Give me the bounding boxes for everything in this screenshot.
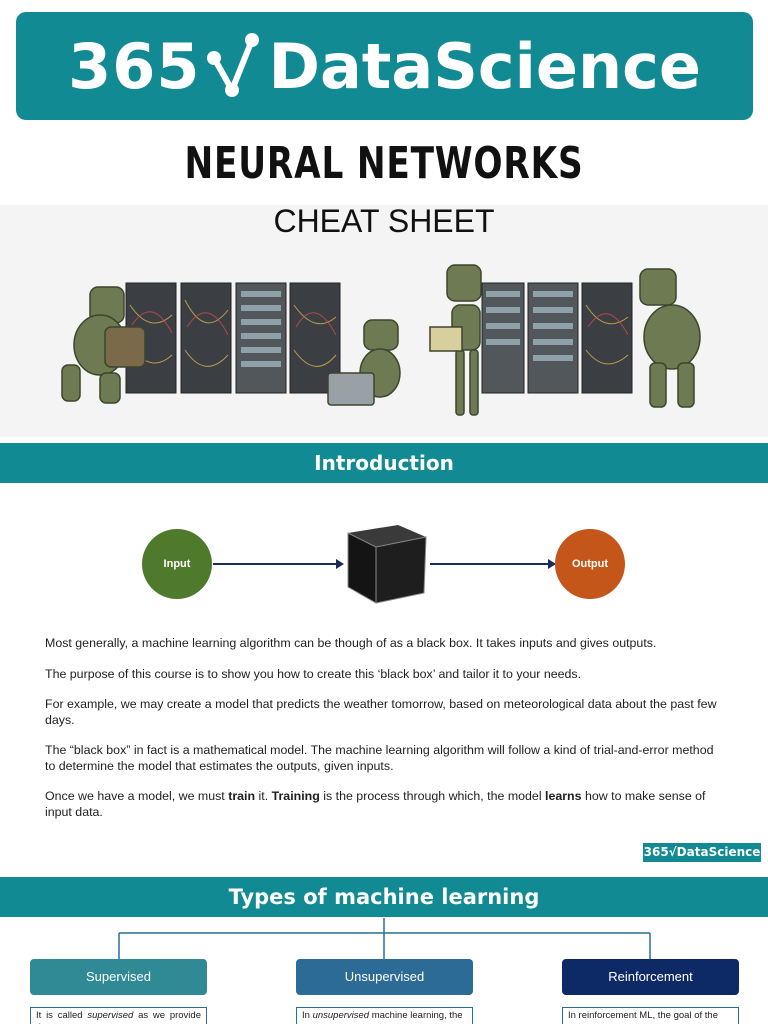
page-title: NEURAL NETWORKS xyxy=(184,138,584,189)
paragraph: For example, we may create a model that … xyxy=(45,697,717,727)
robot-icon xyxy=(429,264,482,416)
text-fragment: how to make sense of input data. xyxy=(45,789,706,819)
ml-type-reinforcement: Reinforcement xyxy=(562,959,739,995)
robot-icon xyxy=(327,319,401,406)
output-node: Output xyxy=(555,529,625,599)
bold-train: train xyxy=(228,789,256,803)
text-fragment: In reinforcement ML, the goal of the xyxy=(568,1010,718,1021)
robot-icon xyxy=(639,268,701,408)
text-fragment: It is called xyxy=(36,1010,88,1021)
supervised-description: It is called supervised as we provide th… xyxy=(30,1007,207,1024)
emphasis: supervised xyxy=(87,1010,134,1021)
server-rack-icon xyxy=(125,282,633,394)
logo-number: 365 xyxy=(68,29,201,103)
text-fragment: In xyxy=(302,1010,313,1021)
text-fragment: as we provide the xyxy=(36,1010,201,1024)
text-fragment: is the process through which, the model xyxy=(319,789,546,803)
black-box-icon xyxy=(347,525,427,604)
footer-logo: 365√DataScience xyxy=(643,843,761,862)
page-subtitle: CHEAT SHEET xyxy=(273,203,495,239)
logo-word: DataScience xyxy=(268,29,701,103)
logo-check-icon xyxy=(207,33,260,97)
flow-arrows xyxy=(213,525,556,604)
paragraph-training: Once we have a model, we must train it. … xyxy=(45,789,725,820)
ml-types-tree-lines xyxy=(118,918,651,959)
bold-training: Training xyxy=(271,789,320,803)
unsupervised-description: In unsupervised machine learning, the xyxy=(296,1007,473,1024)
robot-icon xyxy=(61,286,146,404)
introduction-text: Most generally, a machine learning algor… xyxy=(45,636,725,835)
emphasis: unsupervised xyxy=(312,1010,370,1021)
text-fragment: machine learning, the xyxy=(369,1010,463,1021)
robots-servers-illustration xyxy=(61,264,701,416)
input-node: Input xyxy=(142,529,212,599)
paragraph: Most generally, a machine learning algor… xyxy=(45,636,657,650)
text-fragment: Once we have a model, we must xyxy=(45,789,229,803)
ml-type-supervised: Supervised xyxy=(30,959,207,995)
paragraph: The purpose of this course is to show yo… xyxy=(45,666,582,681)
section-types-of-ml: Types of machine learning xyxy=(0,877,768,917)
text-fragment: it. xyxy=(255,789,272,803)
reinforcement-description: In reinforcement ML, the goal of the xyxy=(562,1007,739,1024)
ml-type-unsupervised: Unsupervised xyxy=(296,959,473,995)
paragraph: The “black box” in fact is a mathematica… xyxy=(45,743,714,773)
black-box-diagram: Input Output xyxy=(0,515,768,615)
bold-learns: learns xyxy=(545,789,582,803)
section-introduction: Introduction xyxy=(0,443,768,483)
logo-banner: 365 DataScience xyxy=(16,12,753,120)
